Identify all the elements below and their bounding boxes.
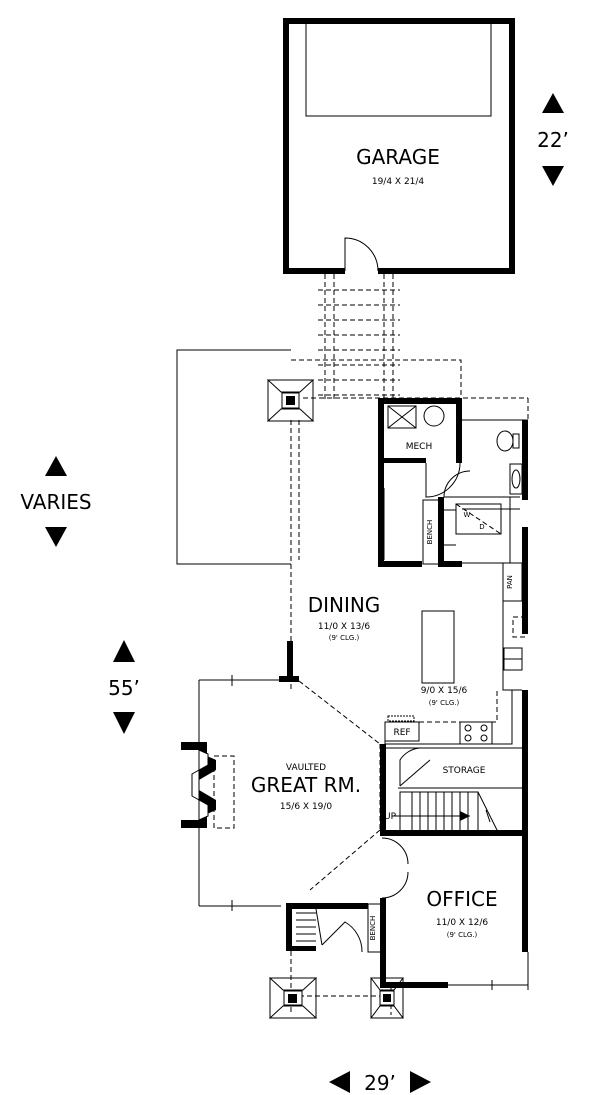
dining-size: 11/0 X 13/6 bbox=[318, 622, 371, 632]
bench-wall bbox=[378, 480, 384, 567]
arrow-down-icon bbox=[45, 527, 67, 547]
wall-dining-top bbox=[378, 561, 422, 567]
garage bbox=[283, 18, 515, 274]
garage-wall-right bbox=[509, 18, 515, 274]
stair-up-label: UP bbox=[384, 812, 397, 822]
trellis bbox=[318, 274, 400, 402]
great-rm-size: 15/6 X 19/0 bbox=[280, 802, 333, 812]
office-door-lower bbox=[381, 871, 409, 899]
mech-wall-bottom bbox=[378, 458, 426, 463]
house-depth-label: 55’ bbox=[108, 676, 140, 700]
washer-label: W bbox=[464, 511, 471, 519]
exterior-right-wall bbox=[522, 420, 528, 952]
porch-column-left bbox=[268, 977, 318, 1019]
storage-label: STORAGE bbox=[443, 766, 486, 776]
arrow-left-icon bbox=[329, 1071, 350, 1093]
garage-wall-bottom-right bbox=[378, 268, 515, 274]
arrow-right-icon bbox=[410, 1071, 431, 1093]
dryer-label: D bbox=[479, 523, 484, 531]
kitchen-ceiling: (9' CLG.) bbox=[429, 699, 460, 707]
office-size: 11/0 X 12/6 bbox=[436, 918, 489, 928]
entry-wall-top bbox=[286, 903, 368, 909]
storage-stair bbox=[380, 744, 522, 836]
garage-wall-top bbox=[283, 18, 515, 24]
coat-closet bbox=[296, 912, 316, 942]
bath-sink bbox=[509, 463, 523, 495]
porch-column-right bbox=[370, 977, 404, 1019]
mech-wall-left bbox=[378, 398, 384, 480]
office-door-upper bbox=[381, 837, 409, 865]
dimension-patio-depth bbox=[45, 456, 67, 547]
arrow-up-icon bbox=[542, 93, 564, 113]
great-rm-prefix: VAULTED bbox=[286, 763, 326, 773]
dimension-house-depth bbox=[113, 640, 135, 734]
garage-label: GARAGE bbox=[356, 145, 440, 169]
patio-outline bbox=[176, 349, 291, 565]
patio-depth-label: VARIES bbox=[20, 490, 91, 514]
garage-depth-label: 22’ bbox=[537, 128, 569, 152]
office-wall-top bbox=[380, 830, 522, 836]
storage-door bbox=[399, 747, 421, 786]
office-entry bbox=[268, 837, 529, 1019]
dining-stub-wall bbox=[287, 641, 293, 681]
kitchen bbox=[384, 562, 526, 745]
fireplace bbox=[181, 742, 235, 829]
dimension-garage-depth bbox=[542, 93, 564, 186]
toilet bbox=[496, 430, 520, 452]
garage-size: 19/4 X 21/4 bbox=[372, 177, 425, 187]
vault-line-lower bbox=[309, 829, 381, 891]
bench-lower bbox=[367, 903, 383, 953]
patio-roof-line bbox=[291, 359, 462, 398]
mech-door bbox=[425, 462, 461, 498]
water-heater bbox=[387, 405, 417, 429]
stairs bbox=[392, 791, 499, 833]
arrow-up-icon bbox=[45, 456, 67, 476]
dining-ceiling: (9' CLG.) bbox=[329, 634, 360, 642]
mech-label: MECH bbox=[406, 442, 433, 452]
mech-wall-right bbox=[456, 398, 462, 463]
furnace bbox=[423, 405, 445, 427]
laundry-wall bbox=[438, 497, 444, 567]
garage-door-outline bbox=[305, 24, 492, 117]
cooktop bbox=[459, 721, 493, 745]
refrigerator-label: REF bbox=[393, 728, 410, 738]
dimension-house-width bbox=[329, 1071, 431, 1093]
office-label: OFFICE bbox=[426, 887, 497, 911]
great-rm-label: GREAT RM. bbox=[251, 773, 361, 797]
arrow-down-icon bbox=[113, 712, 135, 734]
kitchen-island bbox=[421, 610, 455, 684]
mech-block bbox=[378, 398, 528, 567]
column-post bbox=[266, 379, 315, 422]
office-ceiling: (9' CLG.) bbox=[447, 931, 478, 939]
counter-run bbox=[384, 690, 513, 745]
mech-wall-top bbox=[378, 398, 462, 404]
washer-dryer bbox=[455, 503, 502, 535]
counter-edge bbox=[502, 601, 522, 691]
bench-lower-label: BENCH bbox=[369, 916, 377, 941]
office-wall-bottom bbox=[380, 982, 448, 988]
garage-wall-bottom-left bbox=[283, 268, 345, 274]
dining-label: DINING bbox=[308, 593, 381, 617]
garage-wall-left bbox=[283, 18, 289, 274]
house-width-label: 29’ bbox=[364, 1071, 396, 1095]
bath-door bbox=[443, 470, 471, 498]
arrow-down-icon bbox=[542, 166, 564, 186]
arrow-up-icon bbox=[113, 640, 135, 662]
vault-line-upper bbox=[298, 680, 381, 745]
bench-upper-label: BENCH bbox=[426, 520, 434, 545]
pantry-label: PAN bbox=[506, 575, 514, 589]
front-door bbox=[321, 921, 363, 953]
pantry bbox=[502, 562, 523, 602]
kitchen-size: 9/0 X 15/6 bbox=[421, 686, 468, 696]
garage-entry-door bbox=[344, 237, 379, 272]
